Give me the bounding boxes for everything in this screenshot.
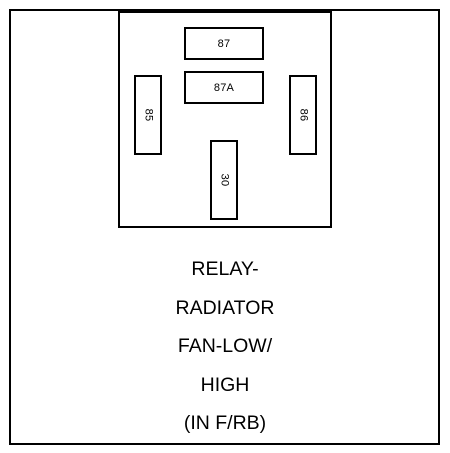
terminal-30-label: 30	[217, 173, 230, 187]
relay-body: 87 87A 85 86 30	[118, 9, 332, 228]
terminal-85-label: 85	[141, 108, 154, 122]
relay-caption: RELAY- RADIATOR FAN-LOW/ HIGH (IN F/RB)	[118, 250, 332, 443]
caption-line-1: RELAY-	[191, 258, 259, 280]
terminal-87a: 87A	[184, 71, 264, 104]
terminal-87: 87	[184, 27, 264, 60]
caption-line-5: (IN F/RB)	[183, 412, 267, 434]
caption-line-2: RADIATOR	[175, 296, 275, 319]
terminal-87a-label: 87A	[213, 81, 235, 94]
terminal-86: 86	[289, 75, 317, 155]
terminal-86-label: 86	[296, 108, 309, 122]
caption-line-3: FAN-LOW/	[177, 335, 273, 357]
caption-line-4: HIGH	[200, 373, 250, 396]
terminal-85: 85	[134, 75, 162, 155]
terminal-87-label: 87	[217, 37, 231, 50]
terminal-30: 30	[210, 140, 238, 220]
